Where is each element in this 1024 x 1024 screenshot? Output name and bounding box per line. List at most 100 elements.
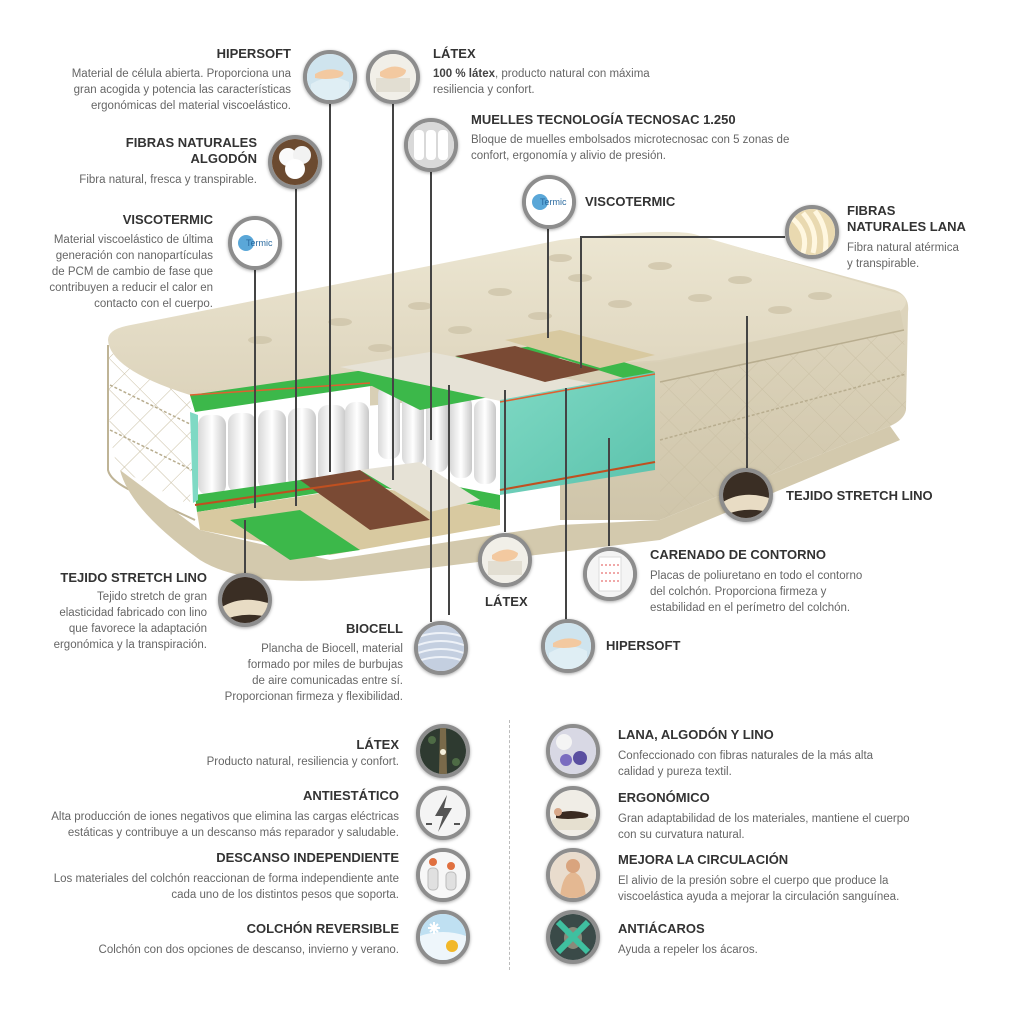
- hand-foam-icon: [307, 54, 353, 100]
- callout-desc: estabilidad en el perímetro del colchón.: [650, 602, 851, 614]
- callout-desc: Tejido stretch de gran: [97, 591, 207, 603]
- feature-title: COLCHÓN REVERSIBLE: [246, 921, 399, 936]
- callout-title: VISCOTERMIC: [122, 212, 213, 227]
- mattress-illustration: [107, 231, 909, 581]
- callout-title: TEJIDO STRETCH LINO: [786, 488, 933, 503]
- feature-title: ANTIESTÁTICO: [302, 788, 399, 803]
- callout-title: NATURALES LANA: [847, 219, 966, 234]
- viscotermic-mid-thumb: Termic: [522, 175, 576, 229]
- callout-fibras-algodon: FIBRAS NATURALES ALGODÓN Fibra natural, …: [57, 135, 257, 188]
- leader-line: [608, 438, 610, 546]
- leader-line: [547, 228, 549, 338]
- leader-line: [430, 170, 432, 440]
- feature-antiacaros-thumb: [546, 910, 600, 964]
- callout-title: LÁTEX: [433, 46, 476, 61]
- feature-descanso-thumb: [416, 848, 470, 902]
- leader-line: [565, 388, 567, 620]
- hand-foam-icon: [545, 623, 591, 669]
- callout-desc: generación con nanopartículas: [55, 250, 213, 262]
- leader-line: [580, 236, 582, 368]
- latex-top-thumb: [366, 50, 420, 104]
- viscotermic-left-thumb: Termic: [228, 216, 282, 270]
- feature-circulacion-thumb: [546, 848, 600, 902]
- feature-circulacion: MEJORA LA CIRCULACIÓN El alivio de la pr…: [618, 852, 918, 905]
- callout-desc: de aire comunicadas entre sí.: [252, 675, 403, 687]
- callout-desc: ergonómica y la transpiración.: [53, 639, 207, 651]
- callout-desc: y transpirable.: [847, 258, 920, 270]
- snowflake-sun-icon: [420, 914, 466, 960]
- callout-title: FIBRAS: [847, 203, 896, 218]
- callout-title: TEJIDO STRETCH LINO: [60, 570, 207, 585]
- callout-title: FIBRAS NATURALES: [125, 135, 257, 150]
- leader-line: [580, 236, 785, 238]
- callout-desc: 100 % látex, producto natural con máxima: [433, 66, 693, 82]
- callout-biocell: BIOCELL Plancha de Biocell, material for…: [203, 621, 403, 705]
- feature-desc: El alivio de la presión sobre el cuerpo …: [618, 875, 889, 887]
- callout-desc: Placas de poliuretano en todo el contorn…: [650, 570, 863, 582]
- feature-title: DESCANSO INDEPENDIENTE: [216, 850, 399, 865]
- callout-title: HIPERSOFT: [216, 46, 291, 61]
- feature-fibras: LANA, ALGODÓN Y LINO Confeccionado con f…: [618, 727, 918, 780]
- callout-desc: gran acogida y potencia las característi…: [73, 84, 291, 96]
- feature-ergonomico-thumb: [546, 786, 600, 840]
- leader-line: [295, 186, 297, 506]
- callout-title: HIPERSOFT: [606, 638, 681, 653]
- biocell-foam-icon: [418, 625, 464, 671]
- callout-desc: formado por miles de burbujas: [247, 659, 403, 671]
- feature-latex: LÁTEX Producto natural, resiliencia y co…: [39, 737, 399, 770]
- feature-title: LANA, ALGODÓN Y LINO: [618, 727, 774, 742]
- callout-title: CARENADO DE CONTORNO: [650, 547, 826, 562]
- feature-desc: estáticas y contribuye a un descanso más…: [67, 827, 399, 839]
- callout-desc: confort, ergonomía y alivio de presión.: [471, 150, 666, 162]
- feature-desc: con su curvatura natural.: [618, 829, 745, 841]
- wool-thumb: [785, 205, 839, 259]
- lightning-icon: [420, 790, 466, 836]
- feature-antiestatico-thumb: [416, 786, 470, 840]
- leader-line: [746, 316, 748, 468]
- leader-line: [254, 268, 256, 508]
- callout-title: LÁTEX: [485, 594, 528, 609]
- callout-viscotermic-mid: VISCOTERMIC: [585, 194, 675, 210]
- callout-hipersoft-bottom: HIPERSOFT: [606, 638, 680, 654]
- callout-desc: Material de célula abierta. Proporciona …: [71, 68, 291, 80]
- feature-title: ERGONÓMICO: [618, 790, 710, 805]
- callout-title: MUELLES TECNOLOGÍA TECNOSAC 1.250: [471, 112, 736, 127]
- callout-desc: Plancha de Biocell, material: [261, 643, 403, 655]
- callout-tejido-left: TEJIDO STRETCH LINO Tejido stretch de gr…: [7, 570, 207, 653]
- feature-desc: Gran adaptabilidad de los materiales, ma…: [618, 813, 910, 825]
- feature-ergonomico: ERGONÓMICO Gran adaptabilidad de los mat…: [618, 790, 918, 843]
- callout-hipersoft-top: HIPERSOFT Material de célula abierta. Pr…: [61, 46, 291, 114]
- callout-latex-mid: LÁTEX: [485, 594, 528, 610]
- callout-muelles: MUELLES TECNOLOGÍA TECNOSAC 1.250 Bloque…: [471, 112, 791, 164]
- muelles-thumb: [404, 118, 458, 172]
- callout-title: VISCOTERMIC: [585, 194, 676, 209]
- hipersoft-top-thumb: [303, 50, 357, 104]
- feature-title: MEJORA LA CIRCULACIÓN: [618, 852, 789, 867]
- latex-tree-icon: [420, 728, 466, 774]
- callout-desc: contacto con el cuerpo.: [94, 298, 213, 310]
- leader-line: [244, 520, 246, 574]
- feature-title: LÁTEX: [356, 737, 399, 752]
- callout-desc: resiliencia y confort.: [433, 84, 535, 96]
- callout-title: BIOCELL: [345, 621, 403, 636]
- feature-desc: Los materiales del colchón reaccionan de…: [53, 873, 399, 885]
- callout-desc: contribuyen a reducir el calor en: [49, 282, 213, 294]
- foam-edge-icon: [587, 551, 633, 597]
- wool-icon: [789, 209, 835, 255]
- cotton-icon: [272, 139, 318, 185]
- latex-mid-thumb: [478, 533, 532, 587]
- back-massage-icon: [550, 852, 596, 898]
- feature-reversible-thumb: [416, 910, 470, 964]
- feature-desc: calidad y pureza textil.: [618, 766, 732, 778]
- feature-desc: Ayuda a repeler los ácaros.: [618, 944, 758, 956]
- viscotermic-logo-icon: Termic: [232, 220, 278, 266]
- callout-desc: ergonómicas del material viscoelástico.: [90, 100, 291, 112]
- hand-latex-icon: [370, 54, 416, 100]
- feature-reversible: COLCHÓN REVERSIBLE Colchón con dos opcio…: [19, 921, 399, 958]
- callout-desc-rest: , producto natural con máxima: [495, 68, 650, 80]
- hand-latex-icon: [482, 537, 528, 583]
- svg-text:Termic: Termic: [540, 197, 567, 207]
- callout-desc: Material viscoelástico de última: [53, 234, 213, 246]
- callout-desc: Bloque de muelles embolsados microtecnos…: [471, 134, 790, 146]
- callout-carenado: CARENADO DE CONTORNO Placas de poliureta…: [650, 547, 880, 616]
